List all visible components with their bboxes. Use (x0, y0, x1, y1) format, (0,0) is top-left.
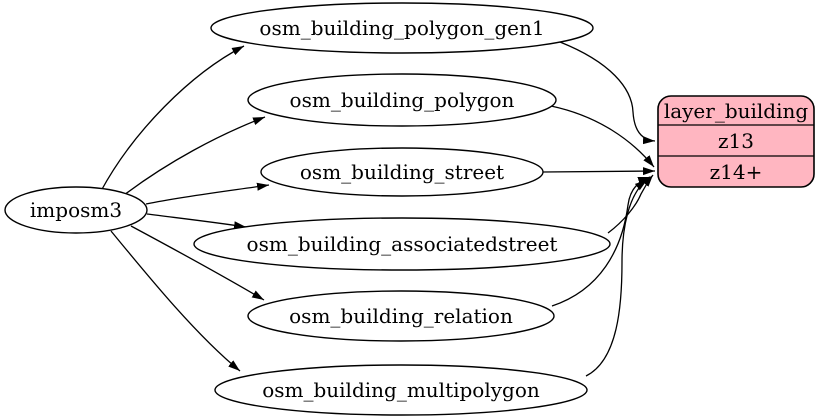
table-label: osm_building_street (300, 160, 504, 184)
edge-imposm3-polygon-gen1 (100, 45, 245, 192)
layer-building-row-z14: z14+ (710, 160, 763, 184)
edge-imposm3-relation (130, 225, 265, 301)
edge-multipolygon-z14 (585, 179, 648, 377)
layer-building-box (657, 95, 815, 188)
imposm3-label: imposm3 (30, 198, 122, 222)
table-ellipse (247, 290, 555, 342)
table-label: osm_building_multipolygon (262, 378, 540, 402)
edge-imposm3-associatedstreet (146, 213, 247, 230)
edge-imposm3-multipolygon (110, 230, 241, 372)
table-ellipse (193, 217, 611, 271)
table-label: osm_building_associatedstreet (247, 232, 558, 256)
node-osm-building-relation: osm_building_relation (247, 290, 555, 342)
imposm3-ellipse (4, 186, 148, 234)
layer-building-title: layer_building (664, 99, 809, 123)
node-osm-building-associatedstreet: osm_building_associatedstreet (193, 217, 611, 271)
table-ellipse (214, 364, 588, 416)
node-osm-building-street: osm_building_street (260, 147, 544, 197)
node-imposm3: imposm3 (4, 186, 148, 234)
edge-polygon-z14 (550, 105, 655, 168)
edge-imposm3-polygon (123, 116, 266, 196)
node-osm-building-polygon-gen1: osm_building_polygon_gen1 (210, 2, 594, 54)
node-osm-building-multipolygon: osm_building_multipolygon (214, 364, 588, 416)
edge-polygon-gen1-z13 (559, 41, 656, 145)
node-layer-building: layer_building z13 z14+ (657, 95, 815, 188)
table-ellipse (260, 147, 544, 197)
layer-building-row-z13: z13 (718, 129, 754, 153)
table-label: osm_building_relation (289, 304, 513, 328)
edges-imposm3-to-tables (100, 45, 270, 372)
table-label: osm_building_polygon (290, 88, 515, 112)
edge-imposm3-street (145, 182, 270, 205)
edges-tables-to-layer (542, 41, 656, 377)
node-osm-building-polygon: osm_building_polygon (247, 73, 557, 127)
edge-street-z14 (542, 167, 656, 176)
table-label: osm_building_polygon_gen1 (259, 16, 544, 40)
table-ellipse (247, 73, 557, 127)
table-ellipse (210, 2, 594, 54)
